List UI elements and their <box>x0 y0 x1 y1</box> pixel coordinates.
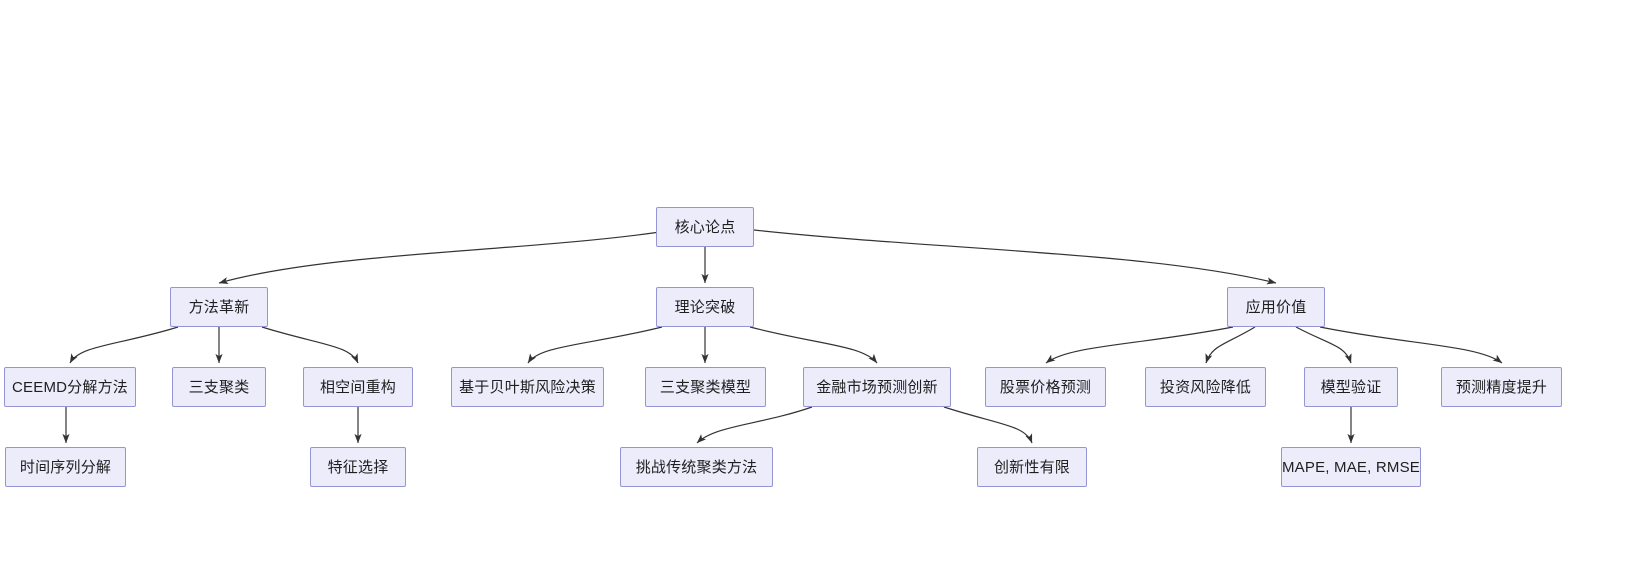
edges-group <box>62 229 1503 444</box>
flow-node-three[interactable]: 三支聚类 <box>172 367 266 407</box>
flow-node-apply[interactable]: 应用价值 <box>1227 287 1325 327</box>
flow-node-risk[interactable]: 投资风险降低 <box>1145 367 1266 407</box>
flow-node-limited[interactable]: 创新性有限 <box>977 447 1087 487</box>
flow-edge <box>943 406 1033 444</box>
flow-node-label: 理论突破 <box>674 298 736 316</box>
flow-node-label: 应用价值 <box>1245 298 1307 316</box>
flow-node-label: 时间序列分解 <box>19 458 112 476</box>
flow-node-stock[interactable]: 股票价格预测 <box>985 367 1106 407</box>
flow-node-label: CEEMD分解方法 <box>12 378 128 396</box>
flow-node-label: 特征选择 <box>327 458 389 476</box>
flow-edge <box>696 406 813 444</box>
flow-node-ceemd[interactable]: CEEMD分解方法 <box>4 367 136 407</box>
flow-node-label: 股票价格预测 <box>999 378 1092 396</box>
flow-node-phase[interactable]: 相空间重构 <box>303 367 413 407</box>
flow-node-challenge[interactable]: 挑战传统聚类方法 <box>620 447 773 487</box>
flow-node-label: 核心论点 <box>674 218 736 236</box>
flow-edge <box>749 326 878 364</box>
flow-node-label: MAPE, MAE, RMSE <box>1281 458 1421 476</box>
flow-edge <box>527 326 663 364</box>
flow-node-finance[interactable]: 金融市场预测创新 <box>803 367 951 407</box>
flow-node-method[interactable]: 方法革新 <box>170 287 268 327</box>
flow-node-label: 预测精度提升 <box>1455 378 1548 396</box>
flow-node-label: 方法革新 <box>188 298 250 316</box>
flow-node-theory[interactable]: 理论突破 <box>656 287 754 327</box>
flow-edge <box>69 326 179 364</box>
flow-node-label: 模型验证 <box>1320 378 1382 396</box>
flow-edge <box>218 231 661 285</box>
flow-edge <box>1205 326 1256 364</box>
flow-node-label: 相空间重构 <box>319 378 396 396</box>
flow-node-label: 创新性有限 <box>993 458 1070 476</box>
flow-edge <box>1319 326 1503 364</box>
flow-node-label: 挑战传统聚类方法 <box>635 458 758 476</box>
flow-node-label: 投资风险降低 <box>1159 378 1252 396</box>
flow-node-feature[interactable]: 特征选择 <box>310 447 406 487</box>
flow-node-label: 基于贝叶斯风险决策 <box>459 378 596 396</box>
flow-node-threemodel[interactable]: 三支聚类模型 <box>645 367 766 407</box>
flow-node-bayes[interactable]: 基于贝叶斯风险决策 <box>451 367 604 407</box>
flow-node-tsdecomp[interactable]: 时间序列分解 <box>5 447 126 487</box>
flow-edge <box>1045 326 1234 364</box>
flow-edge <box>753 229 1277 285</box>
flow-node-accuracy[interactable]: 预测精度提升 <box>1441 367 1562 407</box>
flow-node-valid[interactable]: 模型验证 <box>1304 367 1398 407</box>
flow-node-label: 三支聚类 <box>188 378 250 396</box>
flow-edge <box>1295 326 1352 364</box>
flow-node-core[interactable]: 核心论点 <box>656 207 754 247</box>
flow-node-label: 三支聚类模型 <box>659 378 752 396</box>
flow-edge <box>261 326 359 364</box>
flow-node-label: 金融市场预测创新 <box>816 378 938 396</box>
flow-node-metrics[interactable]: MAPE, MAE, RMSE <box>1281 447 1421 487</box>
